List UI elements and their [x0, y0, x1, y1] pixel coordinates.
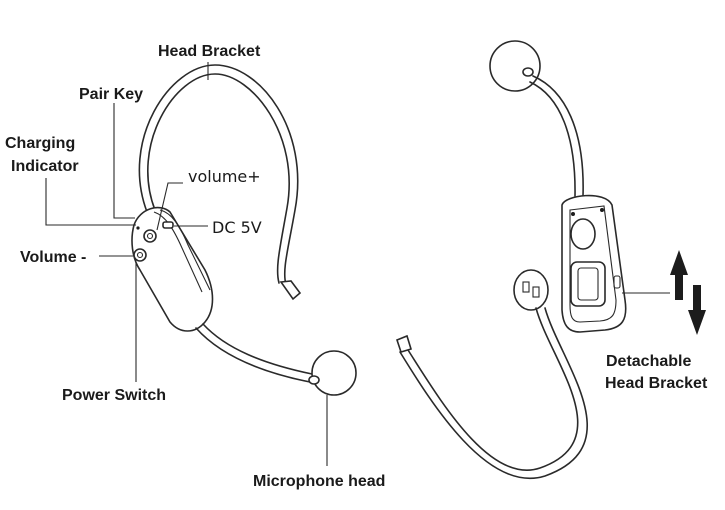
microphone-boom-inner [202, 323, 313, 375]
microphone-head-connector [308, 375, 320, 385]
label-head-bracket: Head Bracket [158, 43, 261, 60]
right-battery-slot [570, 261, 606, 307]
right-headset-illustration [396, 40, 706, 479]
volume-minus-button[interactable] [133, 248, 147, 262]
left-leader-lines [45, 62, 328, 466]
up-down-arrows-icon [670, 250, 706, 335]
label-detachable-line1: Detachable [606, 353, 691, 370]
head-bracket-band [138, 64, 299, 286]
dc-port [162, 221, 174, 229]
head-bracket-band-inner [147, 73, 290, 284]
right-lower-band-tip [396, 334, 413, 353]
label-pair-key: Pair Key [79, 86, 143, 103]
label-dc-5v: DC 5V [212, 218, 262, 237]
labels: Head Bracket Pair Key Charging Indicator… [5, 43, 708, 490]
volume-plus-button[interactable] [143, 229, 157, 243]
right-lower-band-inner [399, 307, 588, 479]
label-volume-plus: volume+ [188, 167, 261, 186]
volume-plus-button-inner [146, 232, 154, 240]
label-charging-line1: Charging [5, 135, 75, 152]
right-transmitter-lens [570, 218, 596, 250]
right-transmitter-panel [569, 205, 617, 323]
detachable-clip [513, 269, 549, 311]
right-upper-band [532, 75, 584, 197]
volume-minus-button-inner [136, 251, 144, 259]
label-detachable-line2: Head Bracket [605, 375, 708, 392]
transmitter-body-edge [159, 209, 211, 291]
right-top-ball-connector [522, 67, 534, 77]
right-upper-band-inner [529, 81, 576, 197]
right-battery-slot-inner [577, 267, 599, 301]
right-top-ball [489, 40, 541, 92]
label-power-switch: Power Switch [62, 387, 166, 404]
charging-led [136, 226, 140, 230]
label-charging-line2: Indicator [11, 158, 79, 175]
left-headset-illustration [131, 64, 357, 396]
label-microphone-head: Microphone head [253, 473, 385, 490]
microphone-boom [195, 327, 311, 383]
label-volume-minus: Volume - [20, 249, 86, 266]
head-bracket-tip [279, 280, 302, 301]
right-lower-band [407, 307, 579, 471]
microphone-head-ball [311, 350, 357, 396]
